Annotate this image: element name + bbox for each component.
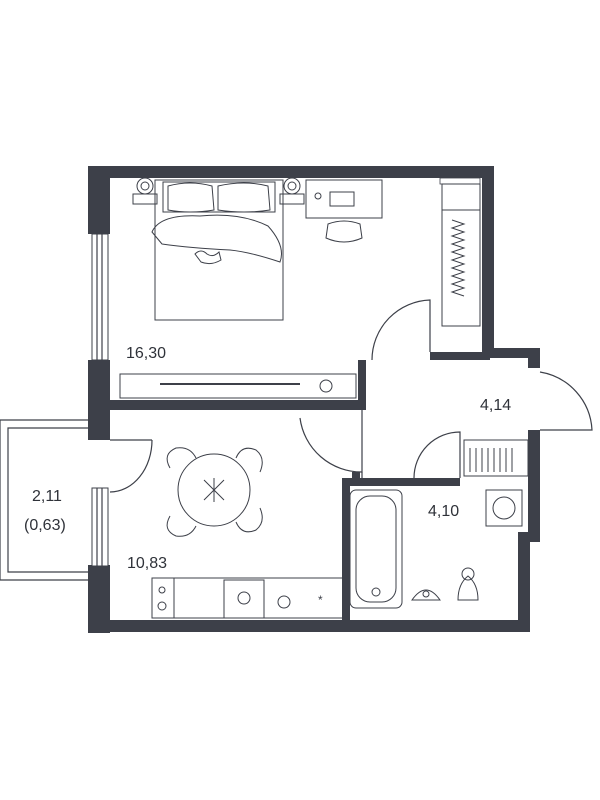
kitchen-window: [91, 487, 109, 567]
stove: [223, 579, 265, 619]
desk: [305, 179, 383, 219]
walls: [88, 166, 540, 633]
burner-icon: [157, 601, 167, 611]
hall-wardrobe: [463, 439, 529, 477]
bedroom-furniture: [119, 177, 481, 399]
washing-machine: [485, 489, 523, 527]
tap-icon: [422, 590, 430, 598]
hangers-icon: [450, 219, 466, 297]
pillow-icon: [217, 182, 271, 213]
wall-bath-stub: [352, 472, 360, 486]
wardrobe-top-frame: [439, 177, 481, 185]
washing-machine-drum-icon: [492, 496, 516, 520]
toilet: [457, 575, 479, 601]
area-labels: 16,30 4,14 4,10 10,83 2,11 (0,63): [24, 345, 511, 572]
wall-left-lower: [88, 565, 110, 633]
oven-knob-icon: [237, 591, 251, 605]
laptop-icon: [329, 191, 355, 207]
toilet-seat-icon: [461, 567, 475, 581]
kitchen-counter: [151, 577, 345, 619]
wall-bath-left: [342, 478, 350, 622]
bedroom-wardrobe: [441, 183, 481, 327]
pillow-icon: [167, 182, 215, 213]
kitchen-furniture: *: [151, 447, 345, 619]
entrance-door-swing: [539, 371, 593, 431]
blanket-icon: [151, 214, 282, 263]
bedroom-door-swing: [371, 299, 431, 361]
tv-console: [119, 373, 357, 399]
bathtub: [349, 489, 403, 609]
bathroom-area-label: 4,10: [428, 503, 459, 520]
wall-bottom: [88, 620, 530, 632]
bed: [154, 179, 284, 321]
chair: [166, 447, 197, 469]
chair: [166, 515, 197, 537]
balcony: [0, 419, 88, 581]
wall-bedroom-hall: [358, 360, 366, 410]
bedroom-window: [91, 233, 109, 361]
burner-icon: [158, 586, 166, 594]
wall-right-lower: [528, 430, 540, 542]
nightstand-left: [132, 193, 158, 205]
plant-icon: [319, 379, 333, 393]
balcony-area-label: 2,11: [32, 488, 62, 505]
bathroom-door-swing: [413, 431, 461, 479]
wall-top: [88, 166, 494, 178]
wall-bath-top: [342, 478, 460, 486]
wall-bedroom-kitchen: [104, 400, 362, 410]
doors: [109, 299, 593, 493]
table-decor-icon: [203, 478, 225, 502]
wall-right-bottom: [518, 532, 530, 632]
windows: [91, 177, 481, 567]
nightstand-lamp-icon: [283, 177, 301, 195]
kitchen-door-swing: [299, 410, 363, 473]
balcony-door-swing: [109, 439, 153, 493]
hall-area-label: 4,14: [480, 397, 511, 414]
desk-lamp-icon: [314, 192, 322, 200]
drain-icon: [371, 587, 381, 597]
desk-chair: [325, 220, 363, 243]
snowflake-icon: *: [318, 593, 323, 607]
wall-right-step: [482, 348, 540, 358]
kitchen-area-label: 10,83: [127, 555, 167, 572]
wall-left-middle: [88, 360, 110, 440]
sink-icon: [277, 595, 291, 609]
dining-table: [177, 453, 251, 527]
bed-headboard: [162, 181, 276, 213]
chair: [235, 447, 263, 473]
wall-left-upper: [88, 166, 110, 234]
dog-icon: [194, 250, 222, 265]
wall-wardrobe-base: [430, 352, 490, 360]
wall-right-stub: [528, 348, 540, 368]
hangers-icon: [469, 448, 513, 472]
bedroom-area-label: 16,30: [126, 345, 166, 362]
wall-right-upper: [482, 166, 494, 356]
bathroom-furniture: [349, 489, 479, 609]
balcony-reduced-area-label: (0,63): [24, 517, 66, 534]
chair: [235, 507, 263, 533]
nightstand-lamp-icon: [136, 177, 154, 195]
hall-furniture: [463, 439, 529, 527]
nightstand-right: [279, 193, 305, 205]
washbasin: [411, 589, 441, 601]
